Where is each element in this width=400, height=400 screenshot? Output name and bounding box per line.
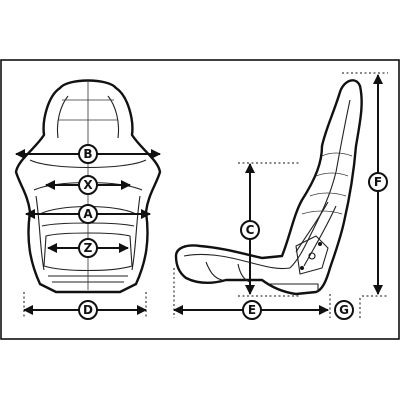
label-d: D [78,300,98,320]
svg-text:E: E [248,303,256,317]
label-c: C [240,220,260,240]
label-x: X [78,175,98,195]
front-view-seat [14,79,162,294]
label-e: E [242,300,262,320]
svg-text:D: D [83,303,93,317]
side-dimensions [173,72,388,318]
label-g: G [334,300,354,320]
label-a: A [78,204,98,224]
svg-text:G: G [339,303,349,317]
svg-text:Z: Z [84,241,93,255]
label-b: B [78,144,98,164]
svg-text:B: B [83,147,92,161]
svg-text:X: X [83,178,93,192]
side-view-seat [174,79,363,296]
label-z: Z [78,238,98,258]
label-f: F [368,172,388,192]
svg-text:A: A [83,207,93,221]
svg-text:F: F [374,175,382,189]
diagram-frame [0,59,400,340]
svg-text:C: C [246,223,255,237]
